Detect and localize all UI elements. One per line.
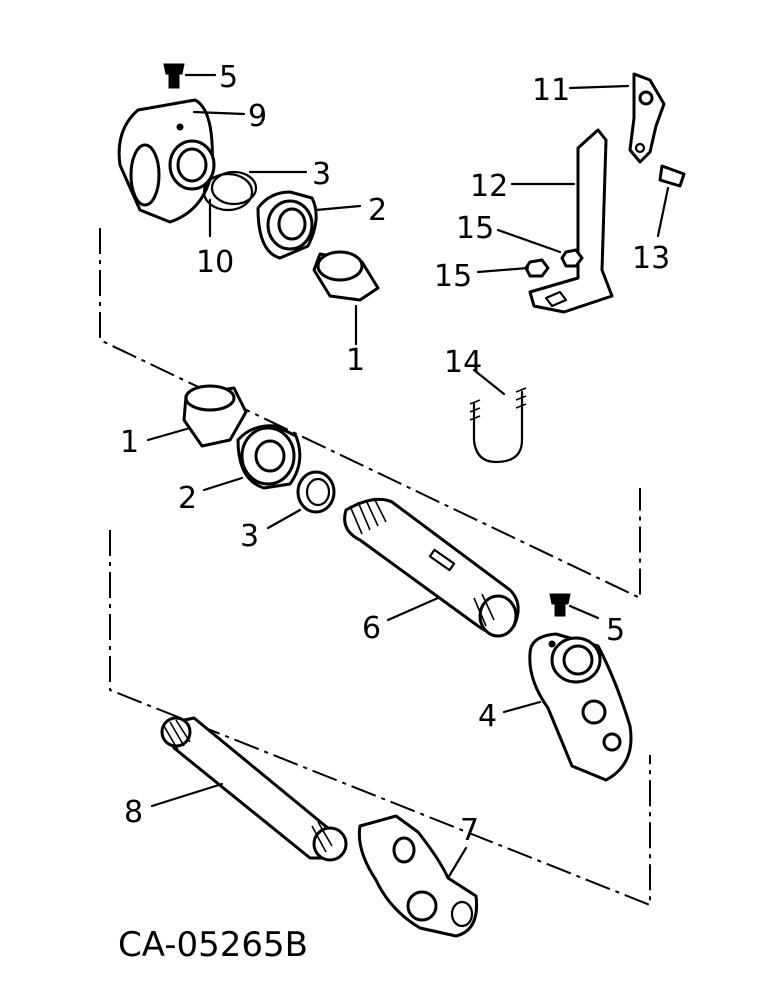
lower-group-outline	[109, 530, 651, 907]
upper-group-outline	[99, 228, 641, 600]
arm-9	[117, 98, 216, 224]
snap-rings-top	[202, 170, 258, 212]
bushing-1-mid	[182, 384, 248, 448]
callout-1-top: 1	[346, 343, 365, 378]
leader-lines	[146, 73, 670, 880]
seal-2-mid	[236, 424, 302, 490]
callout-1-mid: 1	[120, 425, 139, 460]
link-11	[628, 72, 666, 164]
callout-5-top: 5	[219, 60, 238, 95]
nut-15-b	[524, 258, 550, 278]
bracket-12	[528, 128, 614, 314]
callout-6: 6	[362, 611, 381, 646]
callout-13: 13	[632, 241, 670, 276]
snap-ring-3-mid	[296, 470, 336, 514]
drawing-code: CA-05265B	[118, 925, 308, 965]
screw-5-mid	[549, 593, 571, 617]
callout-2-mid: 2	[178, 481, 197, 516]
arm-7	[357, 814, 479, 938]
callout-12: 12	[470, 169, 508, 204]
callout-11: 11	[532, 73, 570, 108]
nut-15-a	[560, 248, 584, 268]
callout-14: 14	[444, 345, 482, 380]
callout-8: 8	[124, 795, 143, 830]
arm-4	[528, 632, 633, 782]
u-bolt-14	[469, 387, 527, 464]
callout-15-b: 15	[434, 259, 472, 294]
seal-2-top	[256, 190, 318, 260]
bushing-1-top	[312, 250, 380, 302]
callout-7: 7	[460, 813, 479, 848]
callout-10: 10	[196, 245, 234, 280]
callout-3-mid: 3	[240, 519, 259, 554]
callout-4: 4	[478, 699, 497, 734]
callout-3-top: 3	[312, 157, 331, 192]
bolt-13	[658, 164, 686, 188]
shaft-6	[343, 497, 520, 638]
callout-2-top: 2	[368, 193, 387, 228]
callout-5-mid: 5	[606, 613, 625, 648]
callout-9: 9	[248, 99, 267, 134]
callout-15-a: 15	[456, 211, 494, 246]
shaft-8	[160, 716, 348, 862]
screw-5-top	[163, 63, 185, 89]
